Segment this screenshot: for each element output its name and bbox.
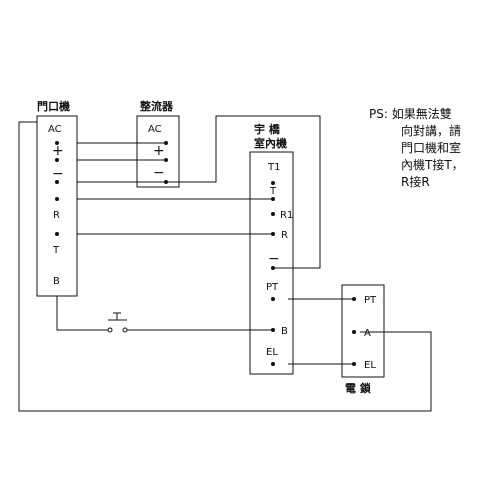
indoor-terminal-pt: PT [266,282,279,293]
electric-lock-box [341,284,385,378]
indoor-terminal-minus: − [268,251,280,267]
indoor-terminal-r: R [281,230,288,241]
indoor-terminal-t1: T1 [267,162,280,173]
terminal-dot [271,232,275,236]
terminal-dot [271,297,275,301]
rectifier-terminal-plus: + [153,143,165,159]
terminal-dot [271,197,275,201]
indoor-terminal-t: T [269,186,277,197]
note-line: PS: 如果無法雙 [369,107,452,121]
indoor-terminal-b: B [281,326,288,337]
terminal-dot [55,197,59,201]
indoor-terminal-r1: R1 [280,210,293,221]
wiring-note: PS: 如果無法雙 向對講，請 門口機和室 內機T接T， R接R [369,106,494,191]
terminal-dot [271,266,275,270]
indoor-unit-title-line1: 宇 橋 [254,122,281,136]
lock-terminal-el: EL [364,360,376,371]
wire-lock-a-return [18,121,432,412]
door-terminal-plus: + [52,143,64,159]
push-button-switch-icon [107,312,128,333]
terminal-dot [55,180,59,184]
door-terminal-t: T [52,245,60,256]
note-line: R接R [401,175,430,189]
terminal-dot [271,328,275,332]
terminal-dot [352,330,356,334]
terminal-dot [352,297,356,301]
terminal-dot [164,141,168,145]
terminal-dot [55,141,59,145]
door-unit-title: 門口機 [37,99,70,113]
rectifier-terminal-ac: AC [148,124,162,135]
terminal-dot [164,158,168,162]
wire-b-b [56,296,108,331]
terminal-dot [55,232,59,236]
rectifier-terminal-minus: − [153,165,165,181]
terminal-dot [55,158,59,162]
door-terminal-b: B [53,276,60,287]
terminal-dot [352,362,356,366]
note-line: 門口機和室 [401,141,462,155]
indoor-terminal-el: EL [266,347,278,358]
wire-minus-rectifier [77,115,321,269]
terminal-dot [271,362,275,366]
door-terminal-minus: − [52,166,64,182]
electric-lock-title: 電 鎖 [345,381,372,395]
door-terminal-r: R [53,210,60,221]
note-line: 內機T接T， [401,158,464,172]
rectifier-title: 整流器 [139,99,174,113]
lock-terminal-a: A [364,328,371,339]
note-line: 向對講，請 [401,124,462,138]
rectifier-box [136,115,180,188]
terminal-dot [271,212,275,216]
indoor-unit-title-line2: 室內機 [254,136,287,150]
indoor-unit-box [249,151,294,375]
terminal-dot [271,181,275,185]
lock-terminal-pt: PT [364,295,377,306]
terminal-dot [164,180,168,184]
door-terminal-ac: AC [48,124,62,135]
